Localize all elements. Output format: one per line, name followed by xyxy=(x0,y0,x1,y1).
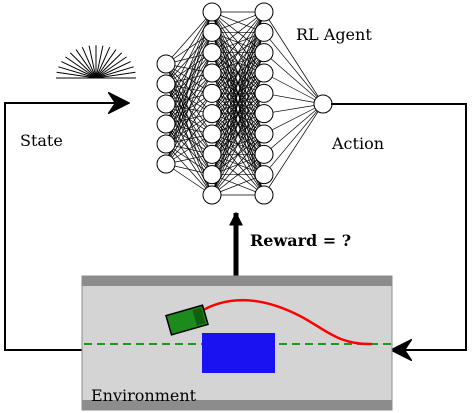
neuron-node xyxy=(254,144,274,164)
lidar-ray xyxy=(95,66,134,79)
lidar-ray xyxy=(88,45,97,79)
lidar-ray xyxy=(95,49,117,79)
network-edge xyxy=(263,103,324,135)
neuron-node xyxy=(156,74,176,94)
network-edge xyxy=(263,72,324,105)
network-edge xyxy=(211,11,265,53)
network-edge xyxy=(263,92,324,105)
network-edge xyxy=(211,11,265,196)
lidar-ray xyxy=(65,56,97,79)
environment-box: Environment xyxy=(81,275,393,411)
state-arrow xyxy=(4,103,128,351)
neuron-node xyxy=(254,83,274,103)
network-edge xyxy=(211,11,265,74)
network-edge xyxy=(263,103,324,196)
neuron-node xyxy=(254,124,274,144)
trajectory xyxy=(197,298,373,346)
neuron-node xyxy=(202,43,222,63)
neuron-node xyxy=(156,134,176,154)
neuron-node xyxy=(202,104,222,124)
road-edge-top xyxy=(82,276,392,286)
output-node xyxy=(313,94,333,114)
network-edge xyxy=(211,32,265,196)
network-edge xyxy=(211,11,265,175)
network-edge xyxy=(263,11,324,105)
neuron-node xyxy=(156,94,176,114)
lidar-ray xyxy=(56,71,97,79)
lidar-ray xyxy=(69,52,97,79)
lidar-ray xyxy=(95,56,127,79)
action-label: Action xyxy=(331,134,384,153)
neuron-node xyxy=(254,22,274,42)
environment-label: Environment xyxy=(91,386,197,405)
neuron-node xyxy=(254,63,274,83)
neuron-node xyxy=(254,2,274,22)
network-edge xyxy=(211,113,265,196)
network-edge xyxy=(263,103,324,175)
lidar-ray xyxy=(61,61,97,79)
network-edge xyxy=(165,113,213,165)
neuron-node xyxy=(156,114,176,134)
neuron-node xyxy=(254,185,274,205)
network-edge xyxy=(165,93,213,165)
lidar-ray xyxy=(95,46,111,79)
network-edge xyxy=(211,154,265,196)
obstacle-icon xyxy=(202,333,275,373)
neuron-node xyxy=(156,54,176,74)
neuron-node xyxy=(202,144,222,164)
network-edge xyxy=(165,11,213,85)
road-edge-bottom xyxy=(82,400,392,410)
agent-label: RL Agent xyxy=(296,25,372,44)
network-edge xyxy=(263,103,324,155)
state-label: State xyxy=(20,131,63,150)
network-edge xyxy=(263,32,324,105)
network-edge xyxy=(165,11,213,65)
neuron-node xyxy=(156,154,176,174)
neuron-node xyxy=(202,124,222,144)
lidar-ray xyxy=(95,61,131,79)
network-edge xyxy=(211,11,265,94)
network-edge xyxy=(263,52,324,105)
neuron-node xyxy=(202,83,222,103)
neuron-node xyxy=(202,2,222,22)
neuron-node xyxy=(254,165,274,185)
car-icon xyxy=(165,304,209,336)
lidar-ray xyxy=(75,49,97,79)
lidar-ray xyxy=(95,52,123,79)
lidar-ray xyxy=(81,46,97,79)
neuron-node xyxy=(202,165,222,185)
neuron-node xyxy=(202,22,222,42)
lidar-rays-icon xyxy=(56,45,136,79)
lidar-ray xyxy=(95,45,104,79)
action-arrow xyxy=(331,103,467,350)
neuron-node xyxy=(254,43,274,63)
lidar-ray xyxy=(58,66,97,79)
network-edge xyxy=(263,103,324,115)
lidar-ray xyxy=(95,71,136,79)
reward-label: Reward = ? xyxy=(250,231,351,250)
neuron-node xyxy=(202,185,222,205)
neural-network xyxy=(156,2,333,205)
neuron-node xyxy=(202,63,222,83)
neuron-node xyxy=(254,104,274,124)
network-edge xyxy=(211,133,265,196)
